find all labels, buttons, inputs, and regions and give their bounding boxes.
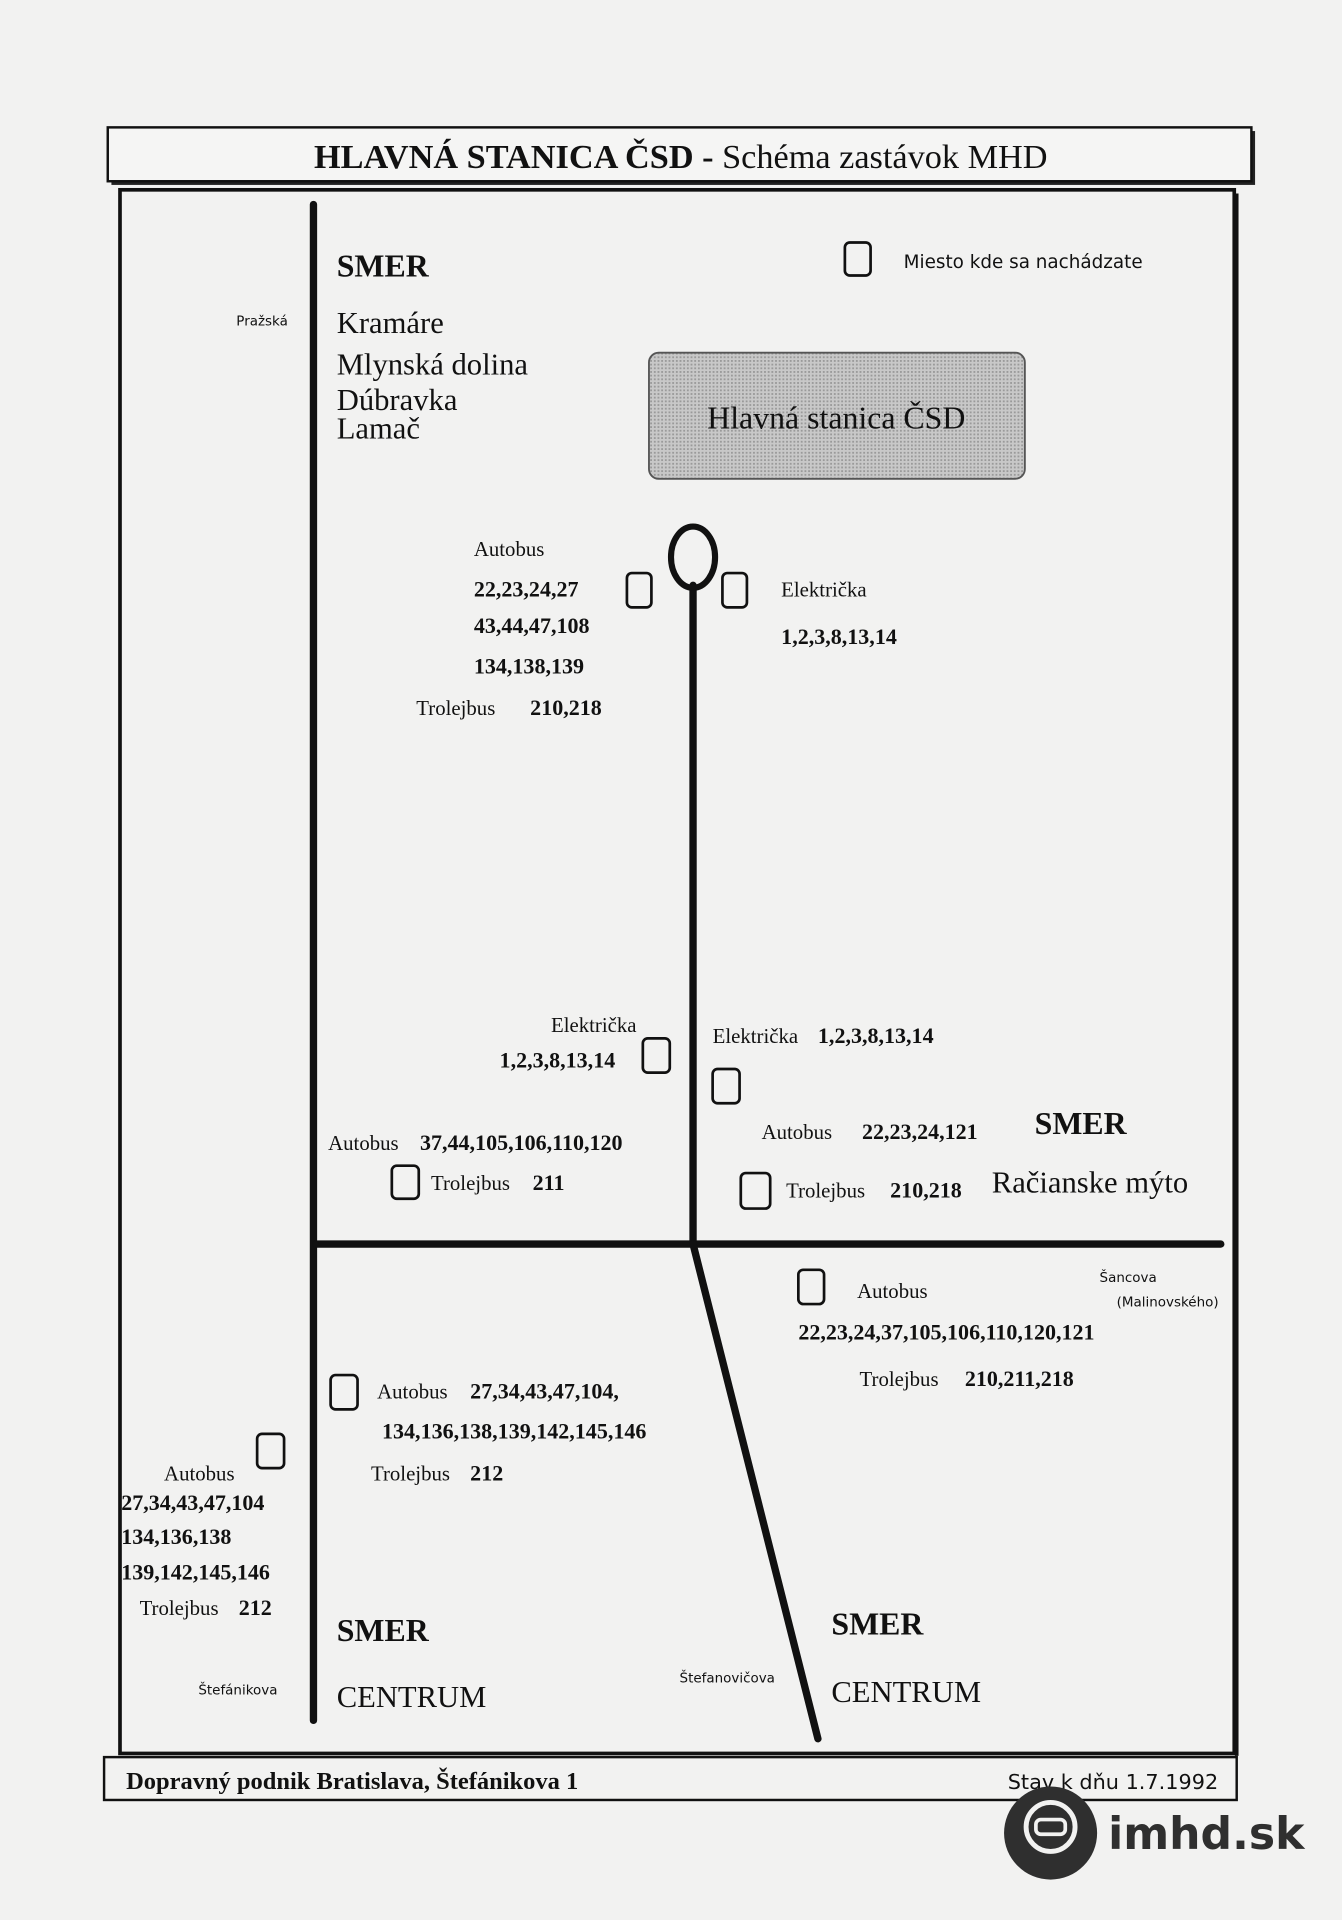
line-numbers: 212 xyxy=(470,1460,503,1485)
line-numbers: 1,2,3,8,13,14 xyxy=(818,1023,934,1048)
direction-place: Mlynská dolina xyxy=(337,348,529,382)
line-numbers: 1,2,3,8,13,14 xyxy=(500,1048,616,1073)
stop-icon xyxy=(641,1037,672,1074)
line-numbers: 22,23,24,27 xyxy=(474,576,579,601)
stop-mid-right-trolley: Trolejbus 210,218 xyxy=(739,1171,962,1210)
stop-mid-left-tram: Električka 1,2,3,8,13,14 xyxy=(500,1013,672,1074)
direction-smer: SMER xyxy=(1035,1106,1128,1141)
stop-mid-right-bus: Autobus 22,23,24,121 xyxy=(762,1119,978,1144)
stop-sw-outer: Autobus 27,34,43,47,104 134,136,138 139,… xyxy=(121,1432,286,1620)
stop-icon xyxy=(721,571,749,609)
direction-place: CENTRUM xyxy=(337,1680,487,1714)
legend-label: Miesto kde sa nachádzate xyxy=(904,252,1143,273)
stop-icon xyxy=(739,1171,772,1210)
mode-label: Trolejbus xyxy=(416,696,495,720)
line-numbers: 139,142,145,146 xyxy=(121,1560,270,1585)
station-loop xyxy=(667,523,719,591)
title-box: HLAVNÁ STANICA ČSD - Schéma zastávok MHD xyxy=(106,126,1256,185)
line-numbers: 22,23,24,37,105,106,110,120,121 xyxy=(798,1320,1094,1345)
direction-place: CENTRUM xyxy=(831,1675,981,1709)
mode-label: Trolejbus xyxy=(786,1179,865,1203)
stop-sw-inner: Autobus 27,34,43,47,104, 134,136,138,139… xyxy=(329,1373,646,1485)
line-numbers: 134,136,138 xyxy=(121,1524,231,1549)
line-numbers: 134,136,138,139,142,145,146 xyxy=(382,1419,646,1444)
direction-smer: SMER xyxy=(337,249,430,284)
stop-icon xyxy=(390,1164,421,1201)
line-numbers: 43,44,47,108 xyxy=(474,613,590,638)
roads xyxy=(309,200,1225,1743)
street-stefanovicova: Štefanovičova xyxy=(680,1668,775,1686)
line-numbers: 1,2,3,8,13,14 xyxy=(781,624,897,649)
map-frame xyxy=(118,187,1237,1756)
mode-label: Autobus xyxy=(474,537,544,561)
mode-label: Trolejbus xyxy=(860,1367,939,1391)
stop-icon xyxy=(711,1067,741,1105)
mode-label: Trolejbus xyxy=(371,1461,450,1485)
street-stefanikova: Štefánikova xyxy=(198,1681,277,1699)
page-title: HLAVNÁ STANICA ČSD - Schéma zastávok MHD xyxy=(314,138,1048,176)
mode-label: Autobus xyxy=(857,1279,927,1303)
stop-mid-right-tram: Električka 1,2,3,8,13,14 xyxy=(711,1023,934,1105)
line-numbers: 212 xyxy=(239,1595,272,1620)
mode-label: Električka xyxy=(781,577,866,601)
line-numbers: 27,34,43,47,104 xyxy=(121,1490,264,1515)
line-numbers: 211 xyxy=(533,1170,565,1195)
direction-place: Dúbravka xyxy=(337,383,458,417)
stop-se: Autobus 22,23,24,37,105,106,110,120,121 … xyxy=(796,1268,1095,1391)
direction-smer: SMER xyxy=(831,1607,924,1642)
street-sancova: Šancova xyxy=(1100,1268,1157,1286)
direction-place: Račianske mýto xyxy=(992,1166,1188,1200)
stop-icon xyxy=(329,1373,359,1411)
direction-smer: SMER xyxy=(337,1613,430,1648)
direction-place: Lamač xyxy=(337,411,420,445)
stop-top-bus: Autobus 22,23,24,27 43,44,47,108 134,138… xyxy=(416,537,653,720)
street-prazska: Pražská xyxy=(236,314,288,330)
mode-label: Električka xyxy=(551,1013,636,1037)
mode-label: Električka xyxy=(713,1024,798,1048)
mode-label: Trolejbus xyxy=(431,1171,510,1195)
direction-place: Kramáre xyxy=(337,306,444,340)
mode-label: Autobus xyxy=(164,1461,234,1485)
stop-icon xyxy=(625,571,653,609)
imhd-watermark: imhd.sk xyxy=(1004,1786,1306,1880)
line-numbers: 210,218 xyxy=(890,1178,962,1203)
line-numbers: 22,23,24,121 xyxy=(862,1119,978,1144)
mode-label: Autobus xyxy=(762,1120,832,1144)
mode-label: Trolejbus xyxy=(140,1596,219,1620)
station-building: Hlavná stanica ČSD xyxy=(648,351,1026,480)
imhd-brand: imhd.sk xyxy=(1108,1809,1306,1860)
stop-mid-left-bus: Autobus 37,44,105,106,110,120 Trolejbus … xyxy=(328,1130,623,1201)
legend-stop-icon xyxy=(843,241,872,277)
mode-label: Autobus xyxy=(377,1379,447,1403)
line-numbers: 134,138,139 xyxy=(474,653,584,678)
stop-icon xyxy=(255,1432,286,1470)
stop-top-tram: Električka 1,2,3,8,13,14 xyxy=(721,571,897,649)
line-numbers: 210,218 xyxy=(530,695,602,720)
mode-label: Autobus xyxy=(328,1131,398,1155)
stop-icon xyxy=(796,1268,826,1306)
line-numbers: 27,34,43,47,104, xyxy=(470,1378,619,1403)
station-label: Hlavná stanica ČSD xyxy=(707,401,965,436)
line-numbers: 210,211,218 xyxy=(965,1366,1074,1391)
footer-publisher: Dopravný podnik Bratislava, Štefánikova … xyxy=(126,1767,578,1795)
street-malinovskeho: (Malinovského) xyxy=(1117,1295,1219,1311)
line-numbers: 37,44,105,106,110,120 xyxy=(420,1130,623,1155)
road-stefanovicova xyxy=(689,1240,822,1743)
